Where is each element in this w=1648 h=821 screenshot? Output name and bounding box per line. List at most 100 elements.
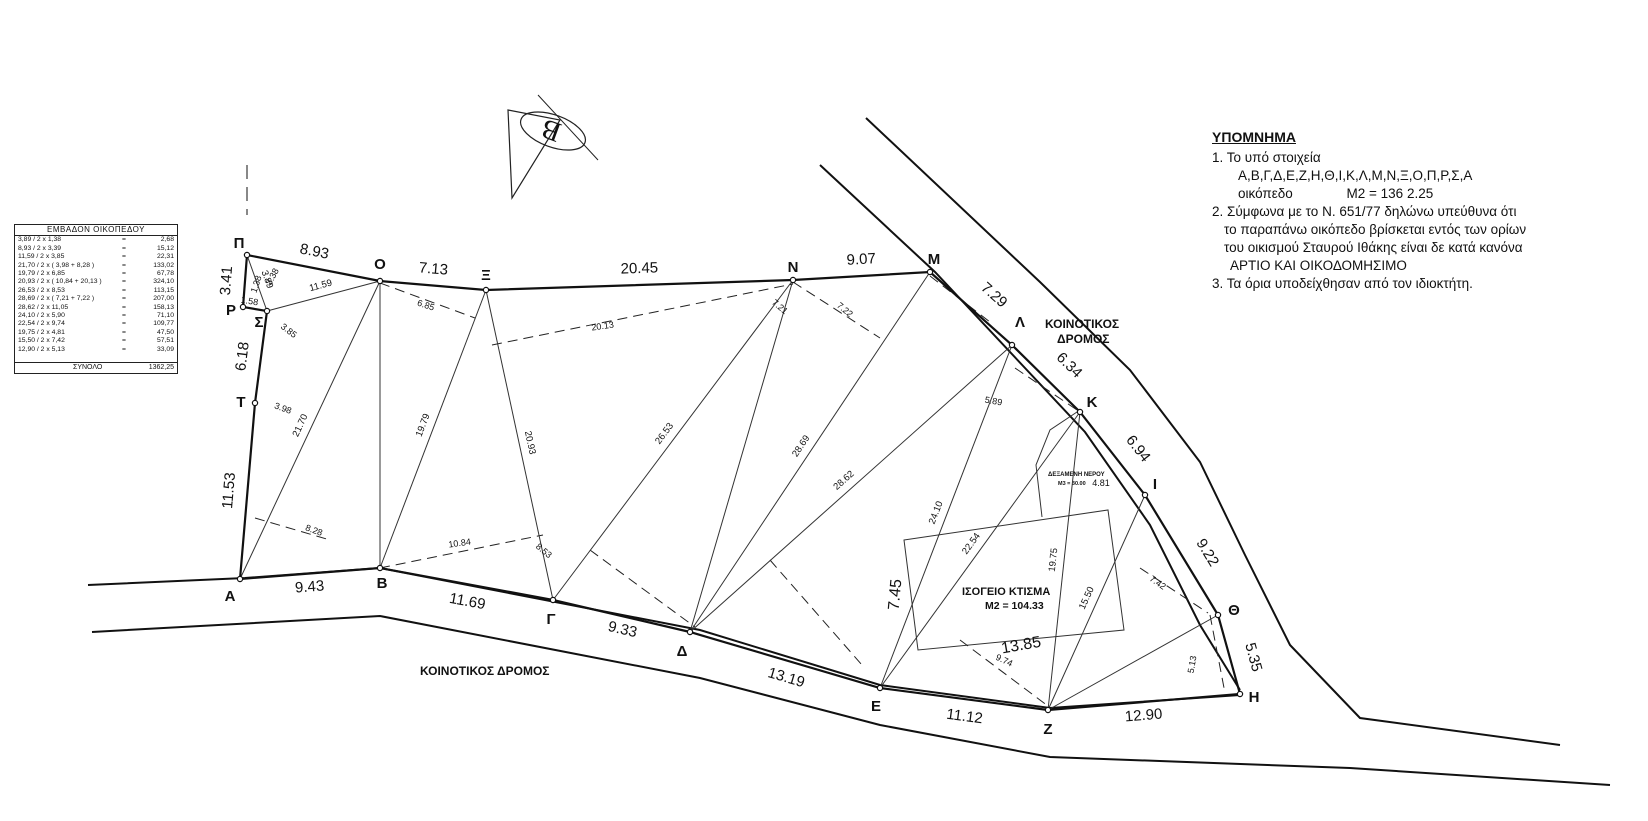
height-lines (254, 275, 1226, 707)
area-row-formula: 24,10 / 2 x 5,90 (18, 312, 65, 320)
legend-item-2-line-3: του οικισμού Σταυρού Ιθάκης είναι δε κατ… (1224, 240, 1523, 255)
area-row-equals: = (122, 312, 126, 320)
side-label-Ν-Ξ: 20.45 (620, 259, 658, 277)
vertex-label-Τ: Τ (236, 394, 245, 411)
area-table-row: 26,53 / 2 x 8,53=113,15 (15, 287, 177, 295)
area-table-row: 20,93 / 2 x ( 10,84 + 20,13 )=324,10 (15, 278, 177, 286)
vertex-point-Θ (1214, 611, 1222, 619)
south-road-label: ΚΟΙΝΟΤΙΚΟΣ ΔΡΟΜΟΣ (420, 664, 549, 678)
height-label-11: 7.42 (1148, 573, 1168, 591)
vertex-label-Γ: Γ (546, 611, 555, 628)
side-label-Ε-Ζ: 11.12 (945, 706, 983, 728)
height-line (769, 559, 863, 666)
vertex-label-Κ: Κ (1087, 394, 1098, 411)
water-tank-outline (1035, 409, 1081, 518)
vertex-point-Ο (376, 277, 384, 285)
south-road-lower-edge (91, 614, 1611, 786)
height-label-2: 3.85 (279, 321, 299, 340)
vertex-label-Ι: Ι (1153, 476, 1157, 493)
legend-title: ΥΠΟΜΝΗΜΑ (1212, 129, 1296, 145)
area-row-total: 324,10 (153, 278, 174, 286)
side-label-Γ-Δ: 9.33 (606, 618, 638, 641)
vertex-point-Ρ (239, 303, 247, 311)
diagonal-11 (1047, 494, 1146, 711)
building-label: ΙΣΟΓΕΙΟ ΚΤΙΣΜΑ (962, 586, 1050, 598)
diagonal-10 (1047, 411, 1081, 711)
triangulation-diagonals (239, 254, 1219, 711)
height-line (1139, 567, 1209, 614)
height-label-3: 6.85 (416, 298, 436, 313)
area-table-row: 28,69 / 2 x ( 7,21 + 7,22 )=207,00 (15, 295, 177, 303)
area-row-formula: 28,62 / 2 x 11,05 (18, 303, 69, 311)
vertex-points (236, 251, 1244, 714)
diagonal-label-2: 19.79 (414, 412, 433, 438)
area-row-equals: = (122, 295, 126, 303)
water-tank-label: ΔΕΞΑΜΕΝΗ ΝΕΡΟΥ (1048, 472, 1105, 478)
diagonal-14 (246, 254, 268, 312)
boundary-line (238, 253, 1242, 712)
south-road-upper-edge (87, 566, 1241, 710)
height-line (491, 283, 794, 346)
building-outline (903, 509, 1125, 651)
vertex-label-Π: Π (234, 235, 245, 252)
diagonal-label-9: 22.54 (960, 531, 983, 557)
area-table-row: 3,89 / 2 x 1,38=2,68 (15, 236, 177, 244)
vertex-label-Ζ: Ζ (1043, 721, 1052, 738)
legend-item-2-line-1: 2. Σύμφωνα με το Ν. 651/77 δηλώνω υπεύθυ… (1212, 204, 1517, 219)
area-row-equals: = (122, 236, 126, 244)
side-label-Θ-Ι: 9.22 (1192, 536, 1222, 570)
area-row-total: 47,50 (156, 328, 174, 336)
area-row-equals: = (122, 328, 126, 336)
vertex-label-Σ: Σ (254, 314, 263, 331)
area-row-formula: 28,69 / 2 x ( 7,21 + 7,22 ) (18, 295, 95, 303)
legend-item-1-points: Α,Β,Γ,Δ,Ε,Ζ,Η,Θ,Ι,Κ,Λ,Μ,Ν,Ξ,Ο,Π,Ρ,Σ,Α (1238, 168, 1473, 183)
side-label-Σ-Τ: 6.18 (232, 341, 253, 372)
vertex-point-Β (376, 564, 384, 572)
area-table-row: 8,93 / 2 x 3,39=15,12 (15, 245, 177, 253)
area-row-equals: = (122, 253, 126, 261)
side-label-Α-Β: 9.43 (294, 577, 324, 596)
east-road-label-1: ΚΟΙΝΟΤΙΚΟΣ (1045, 317, 1119, 331)
side-label-Ο-Π: 8.93 (298, 240, 330, 262)
vertex-point-Κ (1076, 408, 1084, 416)
area-row-formula: 22,54 / 2 x 9,74 (18, 320, 65, 328)
area-row-equals: = (122, 303, 126, 311)
diagonal-7 (689, 344, 1013, 633)
area-row-equals: = (122, 337, 126, 345)
building-area: Μ2 = 104.33 (985, 600, 1044, 612)
diagonal-2 (379, 289, 487, 569)
vertex-label-Ν: Ν (788, 259, 799, 276)
area-row-equals: = (122, 270, 126, 278)
diagonal-9 (879, 411, 1081, 689)
area-row-equals: = (122, 261, 126, 269)
area-row-formula: 20,93 / 2 x ( 10,84 + 20,13 ) (18, 278, 102, 286)
area-row-total: 109,77 (153, 320, 174, 328)
area-row-total: 67,78 (156, 270, 174, 278)
side-label-Η-Θ: 5.35 (1241, 641, 1265, 674)
diagonal-label-10: 19.75 (1047, 547, 1060, 572)
vertex-point-Ζ (1044, 706, 1052, 714)
vertex-point-Η (1236, 690, 1244, 698)
area-row-total: 133,02 (153, 261, 174, 269)
area-table-row: 11,59 / 2 x 3,85=22,31 (15, 253, 177, 261)
area-row-equals: = (122, 286, 126, 294)
side-label-Β-Γ: 11.69 (448, 590, 487, 613)
area-row-equals: = (122, 345, 126, 353)
legend-item-1-plot: οικόπεδο Μ2 = 136 2.25 (1212, 185, 1632, 203)
height-line (254, 517, 331, 541)
area-row-total: 113,15 (153, 286, 174, 294)
diagonal-3 (485, 289, 554, 601)
misc-dim-1: 13.85 (1000, 634, 1042, 658)
vertex-point-Ε (876, 684, 884, 692)
east-road-label-2: ΔΡΟΜΟΣ (1057, 332, 1110, 346)
side-label-Ξ-Ο: 7.13 (418, 259, 449, 278)
vertex-label-Β: Β (377, 575, 388, 592)
vertex-point-Σ (263, 307, 271, 315)
area-row-formula: 15,50 / 2 x 7,42 (18, 337, 65, 345)
east-road-east-edge (865, 117, 1561, 746)
height-label-15: 8.28 (304, 522, 324, 537)
legend-item-2-line-4: ΑΡΤΙΟ ΚΑΙ ΟΙΚΟΔΟΜΗΣΙΜΟ (1230, 258, 1407, 273)
